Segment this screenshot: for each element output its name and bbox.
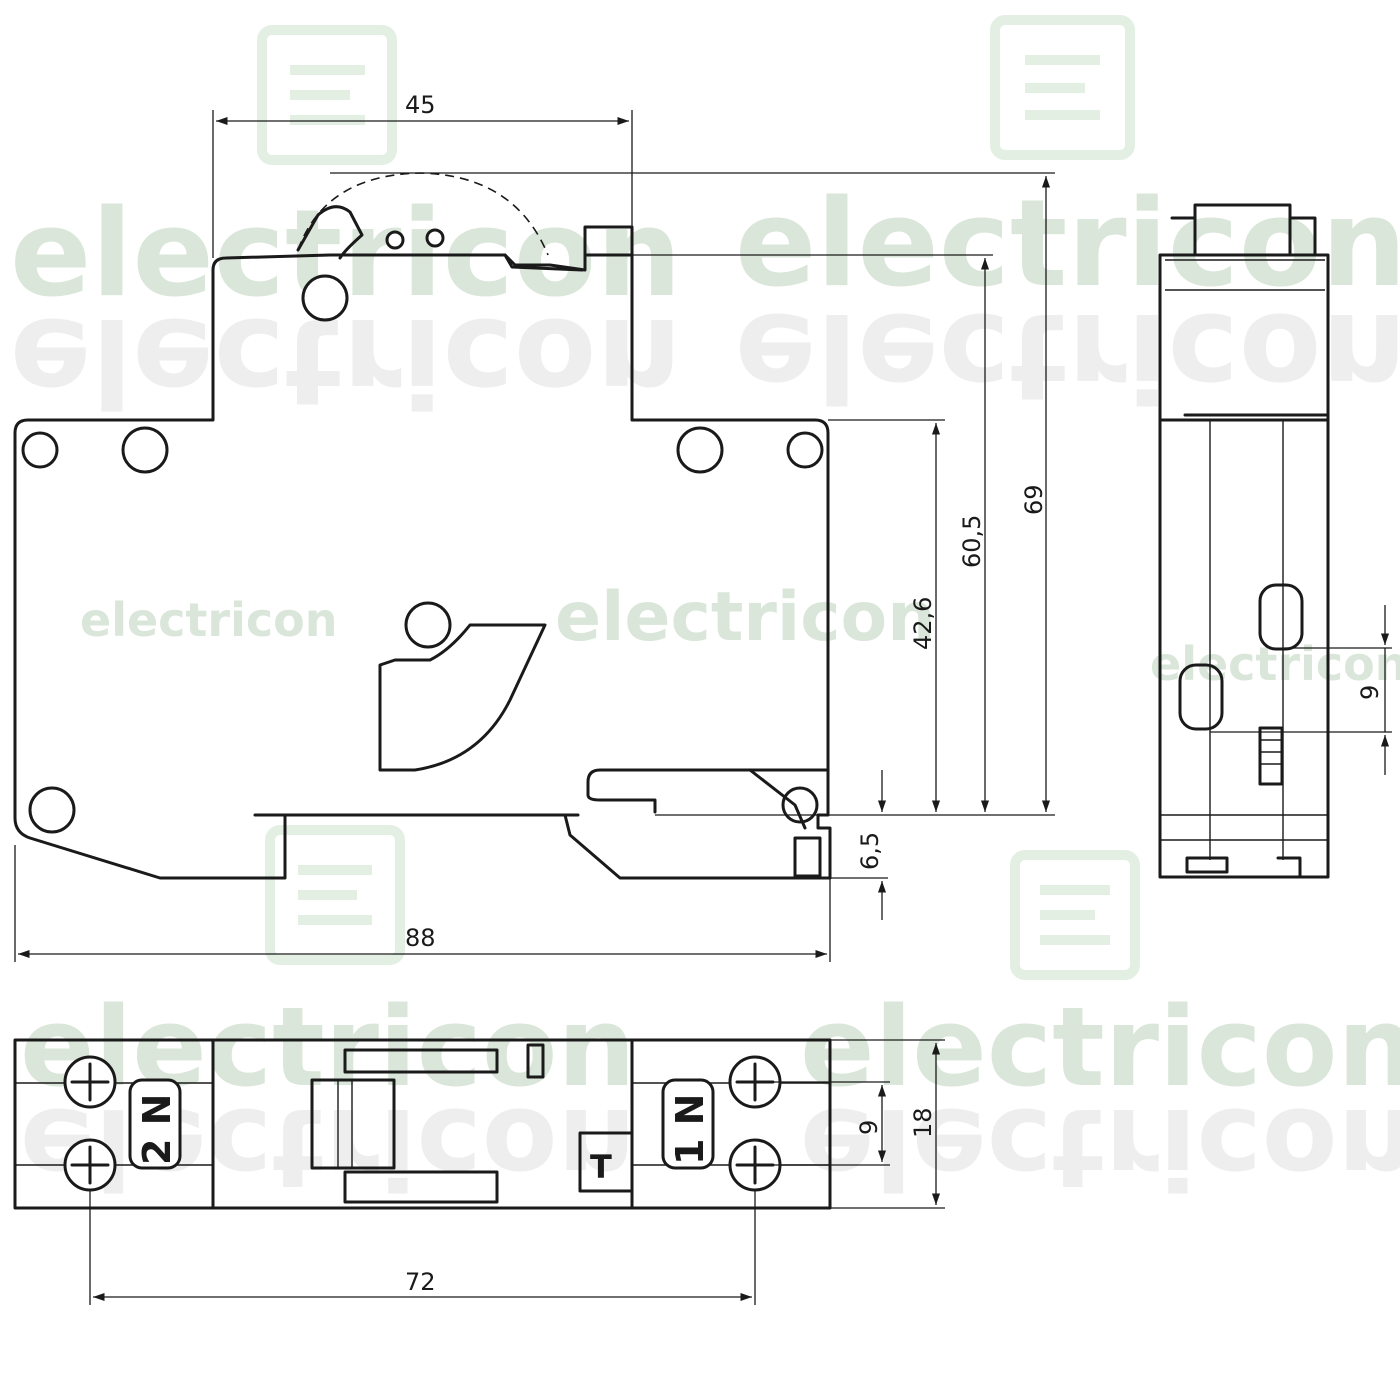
bottom-indicator [526, 1043, 545, 1079]
rivet-hole [786, 431, 824, 469]
watermark-text: electricon [20, 983, 636, 1111]
extension-line [14, 845, 831, 962]
watermark-text-mirror: electricon [800, 1084, 1400, 1212]
side-foot [1185, 856, 1229, 874]
rivet-hole [781, 786, 819, 824]
dimension-rail-offset: 6,5 [856, 832, 884, 870]
extension-line [755, 1081, 890, 1166]
toggle-lever [296, 205, 364, 260]
rivet-hole [121, 426, 169, 474]
extension-line [212, 110, 633, 258]
terminal-label-box-right [661, 1078, 715, 1170]
side-screw-head [1178, 663, 1224, 731]
dimension-height-body: 60,5 [958, 515, 986, 568]
watermark-text: electricon [800, 983, 1400, 1111]
dimension-height-front: 42,6 [909, 597, 937, 650]
clip-release [748, 768, 807, 830]
dimension-lines: 45 69 60,5 42,6 6,5 88 9 9 18 72 [14, 91, 1392, 1305]
test-button-box [578, 1131, 634, 1193]
watermark-text: electricon [1150, 637, 1400, 691]
top-lever-slot [503, 253, 584, 272]
terminal-screw-icon [63, 1138, 117, 1192]
dimension-bottom-width: 18 [909, 1107, 937, 1138]
dimension-width-total: 88 [405, 924, 436, 952]
extension-line [1210, 647, 1392, 733]
side-spring [1258, 726, 1284, 786]
watermark-text-mirror: electricon [20, 1084, 636, 1212]
bottom-lever-block-lines [337, 1080, 353, 1168]
rivet-hole [404, 601, 452, 649]
rivet-hole [28, 786, 76, 834]
extension-line [830, 1039, 945, 1209]
side-hatch [1165, 259, 1325, 291]
watermark-layer: electricon electricon electricon electri… [10, 15, 1400, 1212]
bottom-lever-block [310, 1078, 396, 1170]
side-rail-line [1160, 814, 1328, 841]
dimension-terminal-spacing: 72 [405, 1268, 436, 1296]
watermark-text: electricon [80, 593, 338, 647]
extension-line [89, 1190, 756, 1305]
rivet-hole [21, 431, 59, 469]
latch-window [378, 623, 547, 772]
bottom-lever-slot [343, 1170, 499, 1204]
bottom-lever-slot [343, 1048, 499, 1074]
side-inner-line [1209, 420, 1284, 860]
front-view [13, 172, 832, 880]
watermark-text-mirror: electricon [735, 286, 1400, 425]
watermark-text-mirror: electricon [10, 291, 682, 430]
lever-pin [425, 228, 445, 248]
watermark-text: electricon [555, 578, 936, 657]
din-rail-clip [586, 768, 830, 814]
side-foot [1276, 856, 1302, 879]
terminal-label-box-left [128, 1078, 182, 1170]
lever-pin [385, 230, 405, 250]
rivet-hole [676, 426, 724, 474]
bottom-view: 2 N 1 N T [13, 1038, 832, 1210]
terminal-label-left: 2 N [135, 1094, 179, 1165]
rivet-hole [301, 274, 349, 322]
terminal-screw-icon [63, 1055, 117, 1109]
dimension-height-total: 69 [1020, 484, 1048, 515]
dimension-width-top: 45 [405, 91, 436, 119]
clip-tab [793, 836, 822, 878]
side-view [1158, 203, 1330, 879]
terminal-label-right: 1 N [668, 1094, 712, 1165]
bottom-view-outline [13, 1038, 832, 1210]
side-screw-head [1258, 583, 1304, 651]
test-button-label: T [590, 1148, 612, 1186]
side-lever-guide [1170, 216, 1317, 257]
dimension-side-pitch: 9 [1356, 685, 1384, 700]
dimension-bottom-pitch: 9 [855, 1120, 883, 1135]
side-spring-coil [1260, 739, 1282, 765]
watermark-logo [257, 15, 1140, 980]
